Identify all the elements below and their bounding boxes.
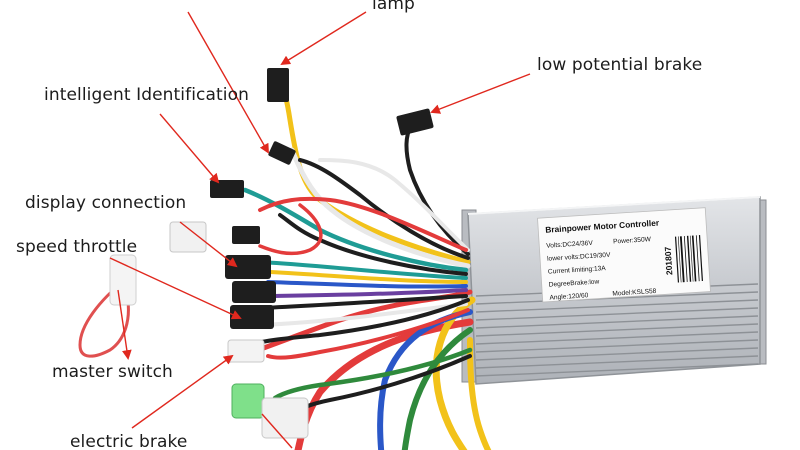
arrow-low-potential-brake [430, 73, 531, 114]
throttle-housing [109, 254, 137, 306]
callout-speed-throttle: speed throttle [16, 237, 138, 257]
date-code: 201807 [663, 246, 675, 275]
callout-master-switch: master switch [52, 362, 173, 382]
master-switch-connector [227, 339, 265, 363]
electric-brake-connector [231, 383, 265, 419]
arrow-top-left [187, 11, 269, 154]
spec-current-limiting: Current limiting:13A [548, 265, 607, 276]
callout-electric-brake: electric brake [70, 432, 188, 450]
wire-harness [78, 77, 492, 450]
callout-lamp: lamp [372, 0, 415, 14]
spec-label: Brainpower Motor Controller Volts:DC24/3… [537, 207, 711, 303]
arrow-lamp [280, 11, 367, 66]
arrow-electric-brake-lead [261, 413, 293, 449]
display-connector [169, 221, 207, 253]
spec-power: Power:350W [613, 236, 652, 245]
spec-angle: Angle:120/60 [549, 292, 589, 301]
lamp-connector [267, 68, 289, 102]
arrow-master-switch [117, 289, 132, 360]
display-side-connector [210, 180, 244, 198]
throttle-connector [225, 255, 271, 279]
callout-low-potential-brake: low potential brake [537, 55, 703, 75]
callout-intelligent-identification: intelligent Identification [44, 85, 249, 105]
controller-housing: Brainpower Motor Controller Volts:DC24/3… [461, 196, 767, 385]
spec-volts: Volts:DC24/36V [546, 240, 593, 250]
electric-brake-housing [261, 397, 309, 439]
spec-model: Model:KSLS58 [612, 288, 657, 298]
callout-arrows [109, 11, 531, 449]
callout-display-connection: display connection [25, 193, 187, 213]
aux-connector [232, 226, 260, 244]
identification-connector [268, 141, 296, 165]
barcode [674, 235, 703, 283]
arrow-intelligent-identification [159, 113, 220, 184]
spec-lower-volts: lower volts:DC19/30V [547, 252, 611, 263]
arrow-electric-brake [131, 354, 234, 429]
spec-degree-brake: DegreeBrake:low [549, 278, 600, 288]
arrow-speed-throttle [109, 257, 242, 320]
speed-connector [232, 281, 276, 303]
low-potential-brake-connector [396, 108, 434, 136]
arrow-display-connection [179, 221, 238, 268]
